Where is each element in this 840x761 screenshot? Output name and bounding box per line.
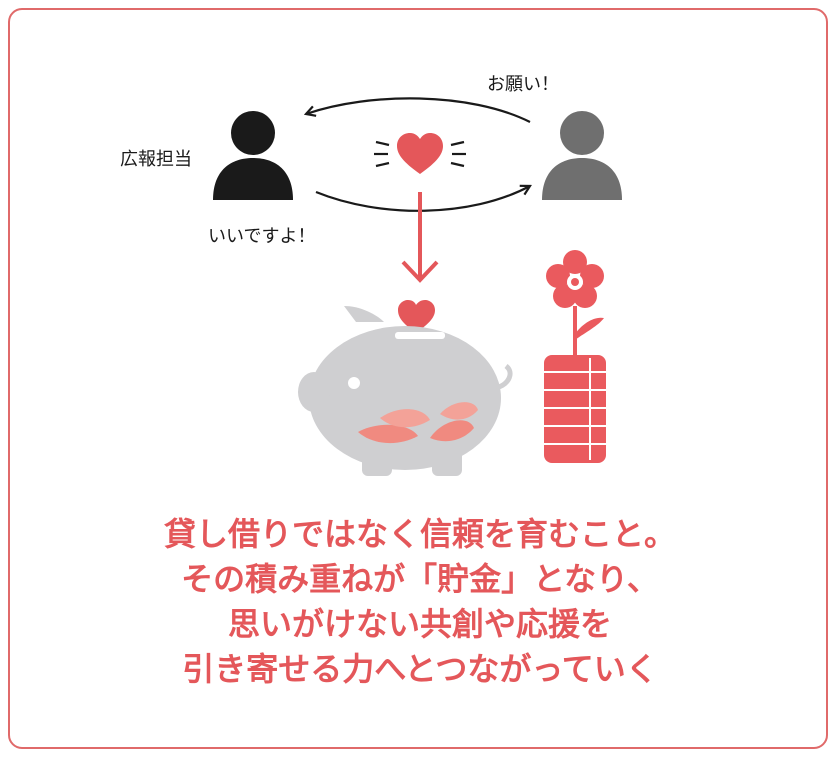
person-icon-left [213,111,293,200]
speaker-label: 広報担当 [120,149,192,170]
caption-line-2: その積み重ねが「貯金」となり、 [181,560,659,598]
request-arrow [306,97,531,123]
reply-arrow [315,186,530,212]
down-arrow-icon [401,192,439,283]
person-icon-right [542,111,622,200]
caption-line-4: 引き寄せる力へとつながっていく [182,650,658,688]
flower-icon [546,250,604,356]
coin-stack-icon [544,355,606,463]
reply-bubble-text: いいですよ！ [208,226,316,247]
caption: 貸し借りではなく信頼を育むこと。 その積み重ねが「貯金」となり、 思いがけない共… [0,512,840,692]
caption-line-3: 思いがけない共創や応援を [227,605,612,643]
request-bubble-text: お願い！ [487,74,559,95]
small-heart-icon [398,300,435,333]
piggy-bank-icon [298,306,513,476]
caption-line-1: 貸し借りではなく信頼を育むこと。 [163,515,676,553]
heart-icon [374,133,466,174]
outer-frame [8,8,828,749]
